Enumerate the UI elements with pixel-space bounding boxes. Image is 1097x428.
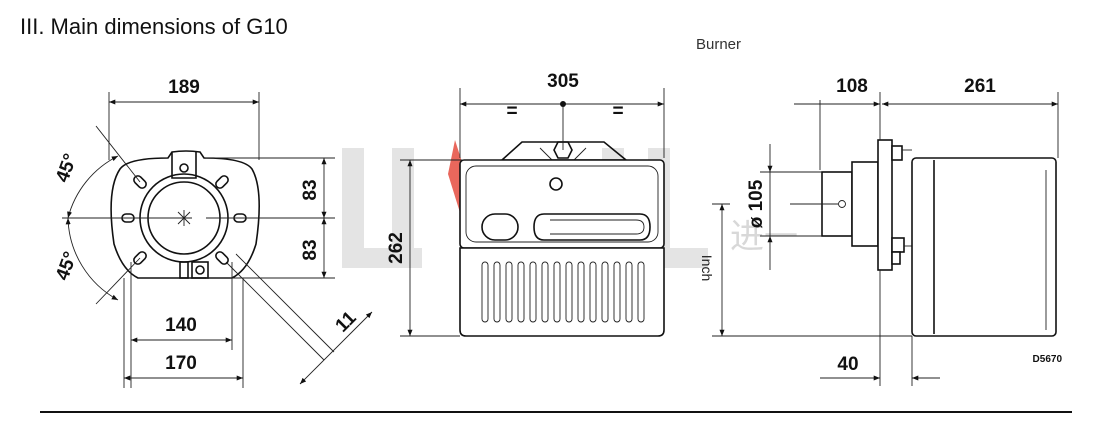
upper-housing <box>459 159 665 249</box>
dim-front-width: 189 <box>168 77 200 98</box>
dim-side-width: 305 <box>547 71 579 92</box>
page-title: III. Main dimensions of G10 <box>20 14 288 39</box>
dim-min-insertion: 40 <box>837 354 858 375</box>
burner-label: Burner <box>696 36 742 53</box>
dim-body-length: 261 <box>964 76 996 97</box>
dim-front-upper: 83 <box>300 179 321 200</box>
top-boss-hole <box>179 163 189 173</box>
bottom-lug <box>191 261 209 279</box>
dim-side-height: 262 <box>386 232 407 264</box>
watermark-cjk: 进一 <box>730 217 798 257</box>
dim-angle-top: 45° <box>52 151 82 185</box>
front-view: 189 83 83 45° 45° 140 170 11 <box>52 77 373 388</box>
top-nut <box>553 141 573 159</box>
drawing-code: D5670 <box>1033 354 1063 365</box>
housing-screw <box>549 177 563 191</box>
equal-left: = <box>506 101 517 122</box>
dim-angle-bottom: 45° <box>52 249 82 283</box>
dim-flange-width: 170 <box>165 353 197 374</box>
housing-window <box>481 213 519 241</box>
profile-view: 108 261 ø 105 Inch 40 D5670 <box>699 76 1062 386</box>
dim-flange-offset: 108 <box>836 76 868 97</box>
mounting-plate <box>877 139 893 271</box>
dim-front-lower: 83 <box>300 239 321 260</box>
tube-flange <box>851 161 879 247</box>
side-view: 305 = = 262 <box>386 71 665 337</box>
center-mark <box>176 210 192 226</box>
lower-housing <box>459 247 665 337</box>
top-boss <box>171 152 197 179</box>
dim-bolt-spacing: 140 <box>165 315 197 336</box>
dim-slot-width: 11 <box>332 307 361 336</box>
unit-label: Inch <box>699 255 715 281</box>
vent-grille <box>481 261 645 323</box>
dim-tube-diameter: ø 105 <box>746 179 767 228</box>
equal-right: = <box>612 101 623 122</box>
burner-body <box>911 157 1057 337</box>
